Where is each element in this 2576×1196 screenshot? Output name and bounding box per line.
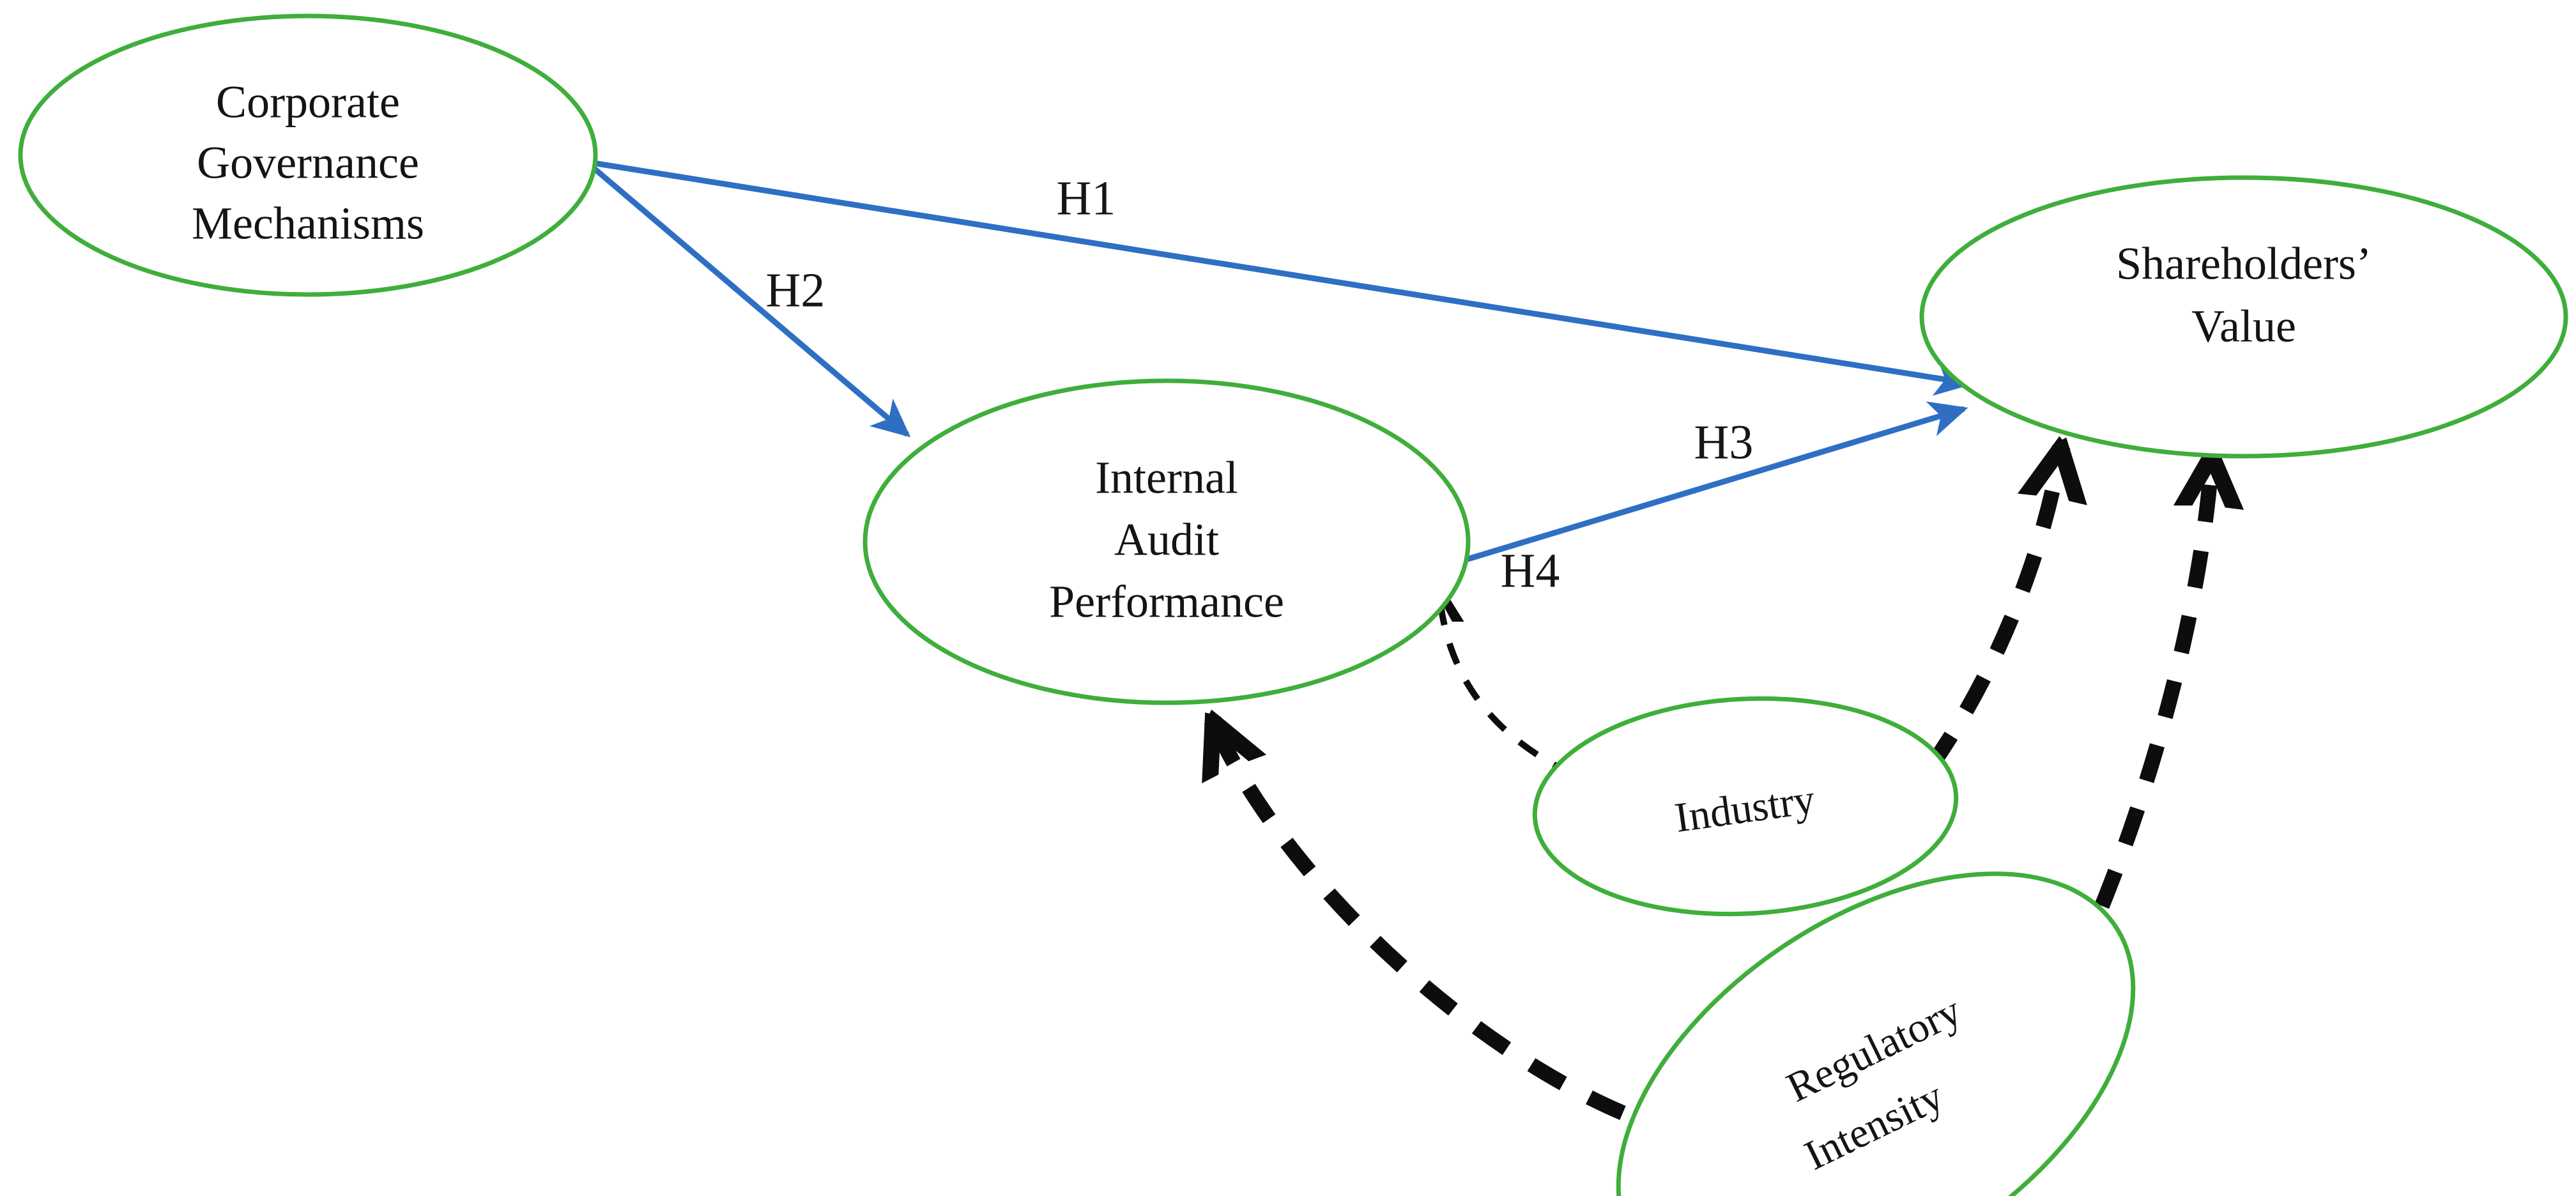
corporate-governance-label-line3: Mechanisms xyxy=(192,198,424,249)
corporate-governance-label-line2: Governance xyxy=(197,137,419,188)
shareholders-value-label-line1: Shareholders’ xyxy=(2116,238,2372,289)
node-corporate-governance-mechanisms[interactable]: Corporate Governance Mechanisms xyxy=(18,13,598,297)
internal-audit-label-line1: Internal xyxy=(1095,452,1238,503)
hypothesis-label-h3: H3 xyxy=(1694,415,1754,469)
moderator-path-regulatory-intensity-to-internal-audit xyxy=(1202,709,1626,1121)
hypothesis-label-h2: H2 xyxy=(766,263,825,317)
corporate-governance-label-line1: Corporate xyxy=(216,77,400,128)
internal-audit-label-line2: Audit xyxy=(1114,514,1219,565)
shareholders-value-ellipse xyxy=(1919,175,2568,459)
internal-audit-label-line3: Performance xyxy=(1049,576,1284,627)
hypothesis-path-h2 xyxy=(591,165,911,438)
hypothesis-path-h3 xyxy=(1435,401,1968,572)
hypothesis-label-h4: H4 xyxy=(1501,544,1560,597)
hypothesis-path-h1 xyxy=(592,160,1974,396)
node-industry[interactable]: Industry xyxy=(1529,688,1962,924)
internal-audit-ellipse xyxy=(862,378,1471,705)
moderator-path-industry-to-internal-audit xyxy=(1418,581,1575,778)
moderator-path-industry-to-shareholders-value xyxy=(1924,436,2087,771)
industry-ellipse xyxy=(1532,696,1959,917)
hypothesis-label-h1: H1 xyxy=(1057,171,1116,225)
shareholders-value-label-line2: Value xyxy=(2191,301,2296,352)
regulatory-intensity-ellipse xyxy=(1616,871,2136,1196)
moderator-path-regulatory-intensity-to-shareholders-value xyxy=(2094,444,2244,909)
corporate-governance-ellipse xyxy=(18,13,598,297)
node-internal-audit-performance[interactable]: Internal Audit Performance xyxy=(862,378,1471,705)
node-regulatory-intensity[interactable]: Regulatory Intensity xyxy=(1542,786,2210,1196)
node-shareholders-value[interactable]: Shareholders’ Value xyxy=(1919,175,2568,459)
